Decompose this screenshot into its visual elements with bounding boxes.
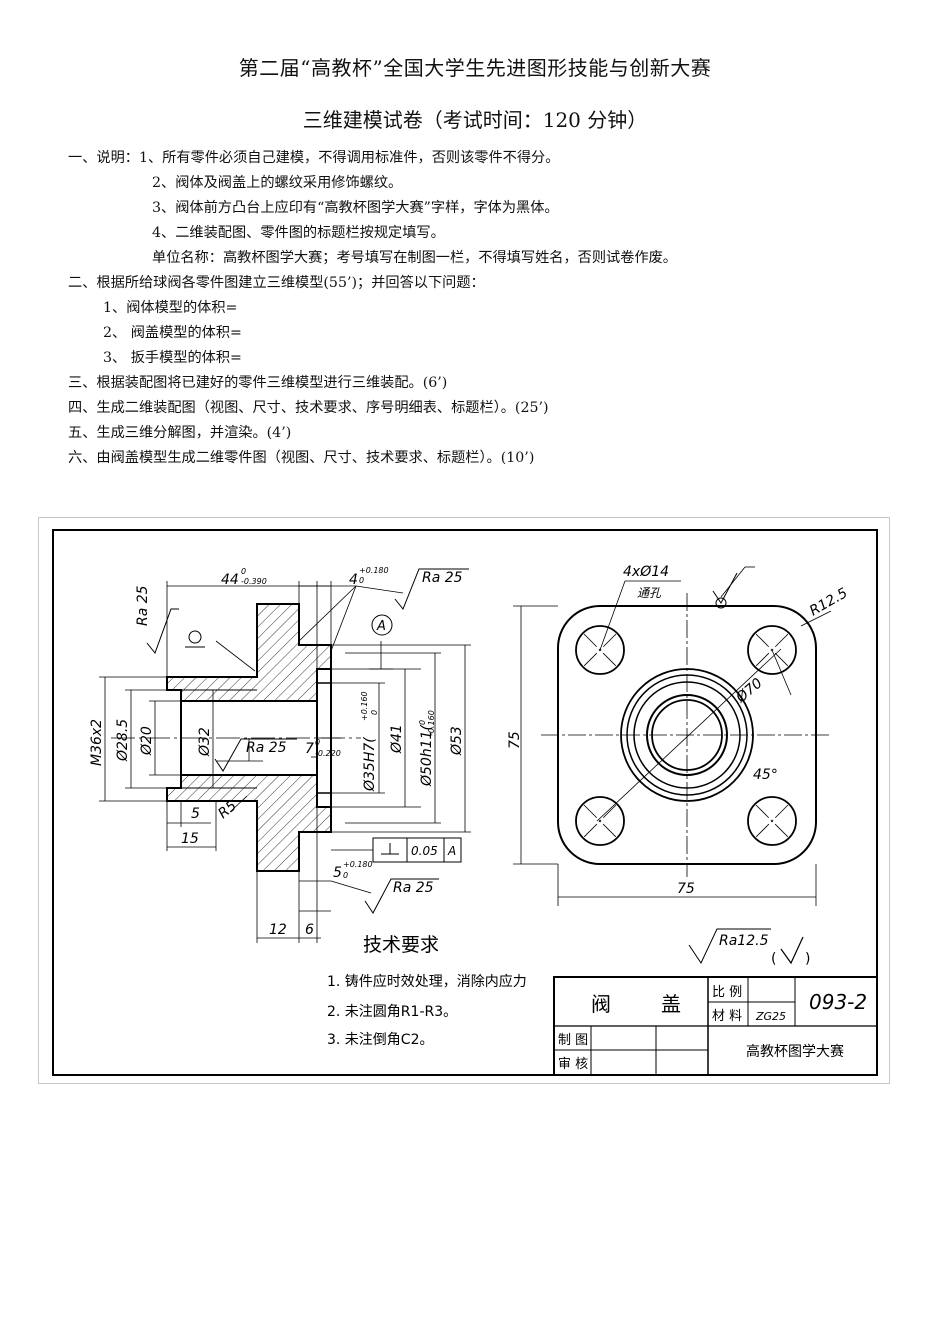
- organization-name: 高教杯图学大赛: [746, 1043, 844, 1060]
- roughness-symbols: [146, 568, 469, 914]
- scale-label: 比 例: [712, 985, 742, 1000]
- question-6: 六、由阀盖模型生成二维零件图（视图、尺寸、技术要求、标题栏）。(10’): [68, 450, 535, 466]
- dim-5b-lower: 0: [343, 871, 348, 880]
- dim-4: 4: [349, 572, 358, 588]
- part-name-char: 阀: [591, 992, 611, 1016]
- check-roughness-icon: [780, 936, 804, 965]
- dim-d35-upper: +0.160: [360, 691, 369, 721]
- question-4: 四、生成二维装配图（视图、尺寸、技术要求、序号明细表、标题栏）。(25’): [68, 400, 549, 416]
- tech-req-title: 技术要求: [363, 934, 439, 956]
- title-block: [553, 976, 878, 1076]
- instruction-line: 2、阀体及阀盖上的螺纹采用修饰螺纹。: [152, 175, 403, 191]
- valve-cover-drawing: Ra 25 Ra 25 Ra 25 Ra 25 A 44 0 -0.390 4 …: [52, 529, 878, 1076]
- material-label: 材 料: [712, 1009, 742, 1024]
- roughness-label: Ra 25: [246, 740, 287, 756]
- dim-d35-lower: 0: [370, 710, 379, 715]
- dim-d35: Ø35H7(: [362, 737, 378, 792]
- question-2-2: 2、 阀盖模型的体积=: [103, 325, 242, 341]
- dim-d53: Ø53: [449, 726, 465, 756]
- dim-d20: Ø20: [139, 726, 155, 756]
- instruction-line: 单位名称：高教杯图学大赛；考号填写在制图一栏，不得填写姓名，否则试卷作废。: [152, 250, 677, 266]
- drawn-by-label: 制 图: [558, 1033, 588, 1048]
- roughness-label: Ra 25: [422, 570, 463, 586]
- instruction-line: 3、阀体前方凸台上应印有“高教杯图学大赛”字样，字体为黑体。: [152, 200, 559, 216]
- general-roughness-symbol: [688, 928, 771, 965]
- roughness-paren-right: ): [805, 951, 810, 967]
- dim-6: 6: [305, 922, 314, 938]
- question-2: 二、根据所给球阀各零件图建立三维模型(55’)；并回答以下问题：: [68, 275, 485, 291]
- roughness-label: Ra 25: [135, 585, 151, 626]
- dim-m36: M36x2: [89, 719, 105, 766]
- dim-44: 44: [221, 572, 239, 588]
- question-5: 五、生成三维分解图，并渲染。(4’): [68, 425, 292, 441]
- dim-75-vertical: 75: [507, 731, 523, 749]
- tolerance-datum: A: [447, 844, 456, 858]
- tolerance-value: 0.05: [411, 844, 438, 858]
- datum-label: A: [376, 619, 386, 634]
- dim-7: 7: [305, 741, 314, 757]
- roughness-paren-left: (: [771, 951, 776, 967]
- dim-12: 12: [269, 922, 287, 938]
- drawing-sheet: Ra 25 Ra 25 Ra 25 Ra 25 A 44 0 -0.390 4 …: [38, 517, 890, 1084]
- tolerance-frame: 0.05 A: [331, 837, 462, 863]
- dim-r125: R12.5: [807, 585, 851, 619]
- dim-4-upper: +0.180: [359, 566, 389, 575]
- tech-req-item: 2. 未注圆角R1-R3。: [327, 1004, 457, 1020]
- dim-45deg: 45°: [753, 767, 778, 783]
- tech-req-item: 3. 未注倒角C2。: [327, 1032, 434, 1048]
- dim-44-lower: -0.390: [241, 577, 267, 586]
- dim-d50: Ø50h11(: [419, 724, 435, 787]
- datum-circle: [371, 614, 393, 636]
- tech-req-item: 1. 铸件应时效处理，消除内应力: [327, 973, 527, 990]
- part-name-char: 盖: [661, 992, 681, 1016]
- dim-d50-lower: -0.160: [427, 710, 436, 736]
- dimension-lines: [99, 581, 471, 943]
- drawing-number: 093-2: [809, 990, 867, 1014]
- dim-5b-upper: +0.180: [343, 860, 373, 869]
- general-roughness-label: Ra12.5: [719, 933, 769, 949]
- dim-4-lower: 0: [359, 576, 364, 585]
- dim-holes: 4xØ14: [623, 564, 669, 580]
- dim-5b: 5: [333, 865, 342, 881]
- dim-d32: Ø32: [197, 727, 213, 757]
- question-3: 三、根据装配图将已建好的零件三维模型进行三维装配。(6’): [68, 375, 448, 391]
- drawing-frame: [52, 529, 878, 1076]
- dim-15: 15: [181, 831, 199, 847]
- dim-7-upper: 0: [315, 738, 320, 747]
- exam-title: 第二届“高教杯”全国大学生先进图形技能与创新大赛: [238, 56, 712, 80]
- dim-5: 5: [191, 806, 200, 822]
- exam-subtitle: 三维建模试卷（考试时间：120 分钟）: [302, 108, 648, 132]
- dim-75-horizontal: 75: [677, 881, 695, 897]
- dim-d285: Ø28.5: [115, 719, 131, 762]
- instruction-line: 一、说明：1、所有零件必须自己建模，不得调用标准件，否则该零件不得分。: [68, 150, 560, 166]
- material-value: ZG25: [755, 1010, 786, 1023]
- through-hole-label: 通孔: [637, 586, 662, 600]
- dim-7-lower: -0.220: [315, 749, 341, 758]
- checked-by-label: 审 核: [558, 1057, 588, 1072]
- question-2-1: 1、阀体模型的体积=: [103, 300, 238, 316]
- dim-d50-upper: 0: [418, 720, 427, 725]
- dim-d41: Ø41: [389, 724, 405, 754]
- instruction-line: 4、二维装配图、零件图的标题栏按规定填写。: [152, 225, 445, 241]
- dim-44-upper: 0: [241, 567, 246, 576]
- roughness-label: Ra 25: [393, 880, 434, 896]
- front-view: [513, 566, 832, 906]
- question-2-3: 3、 扳手模型的体积=: [103, 350, 242, 366]
